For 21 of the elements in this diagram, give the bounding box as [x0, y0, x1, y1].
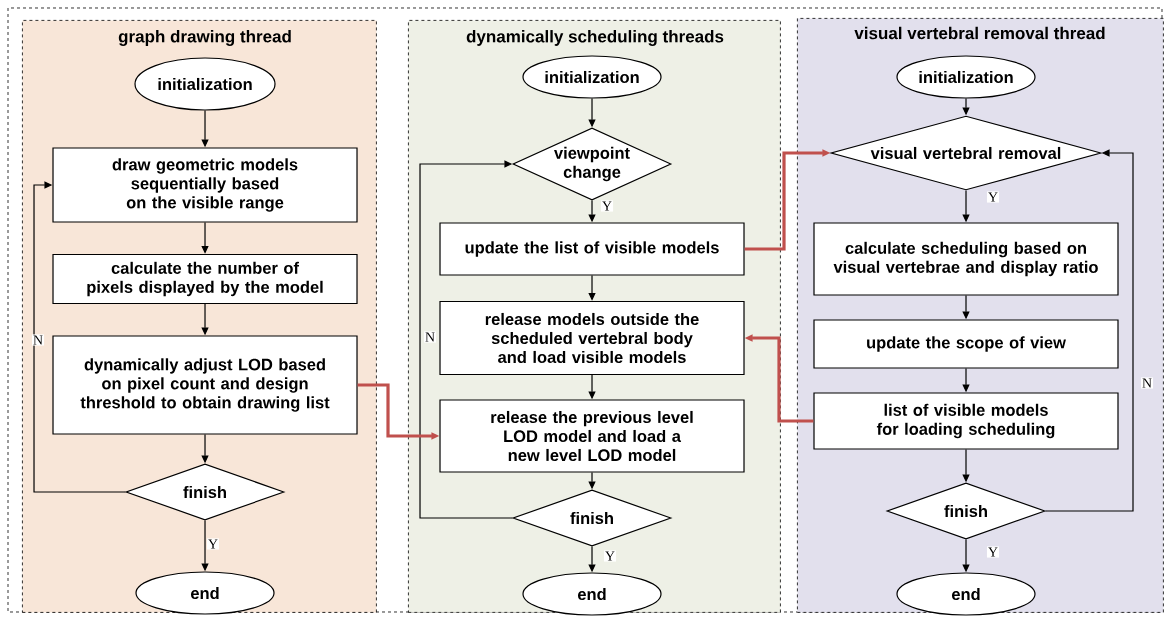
arrow [1045, 149, 1134, 512]
edge-label: Y [603, 550, 617, 562]
edge-label: Y [600, 200, 614, 212]
process-box: release models outside the scheduled vertebral body and load visible models [439, 300, 745, 376]
node-label: end [190, 586, 219, 600]
edge-label: Y [986, 191, 1000, 203]
process-box: update the list of visible models [439, 222, 745, 276]
edge-label: N [1140, 377, 1154, 389]
process-box: release the previous level LOD model and load a new level LOD model [439, 399, 745, 473]
edge-label: Y [206, 538, 220, 550]
edge-label: N [31, 334, 45, 346]
edge-label: N [423, 331, 437, 343]
process-box: calculate scheduling based on visual vertebrae and display ratio [813, 222, 1119, 296]
process-box: dynamically adjust LOD based on pixel count and design threshold to obtain drawing list [52, 335, 358, 435]
process-box: update the scope of view [813, 319, 1119, 369]
edge-label: Y [986, 546, 1000, 558]
process-box: calculate the number of pixels displayed by the model [52, 253, 358, 305]
process-box: draw geometric models sequentially based on the visible range [52, 147, 358, 223]
process-box: list of visible models for loading scheduling [813, 392, 1119, 450]
arrow [33, 181, 126, 493]
arrow [419, 160, 513, 519]
